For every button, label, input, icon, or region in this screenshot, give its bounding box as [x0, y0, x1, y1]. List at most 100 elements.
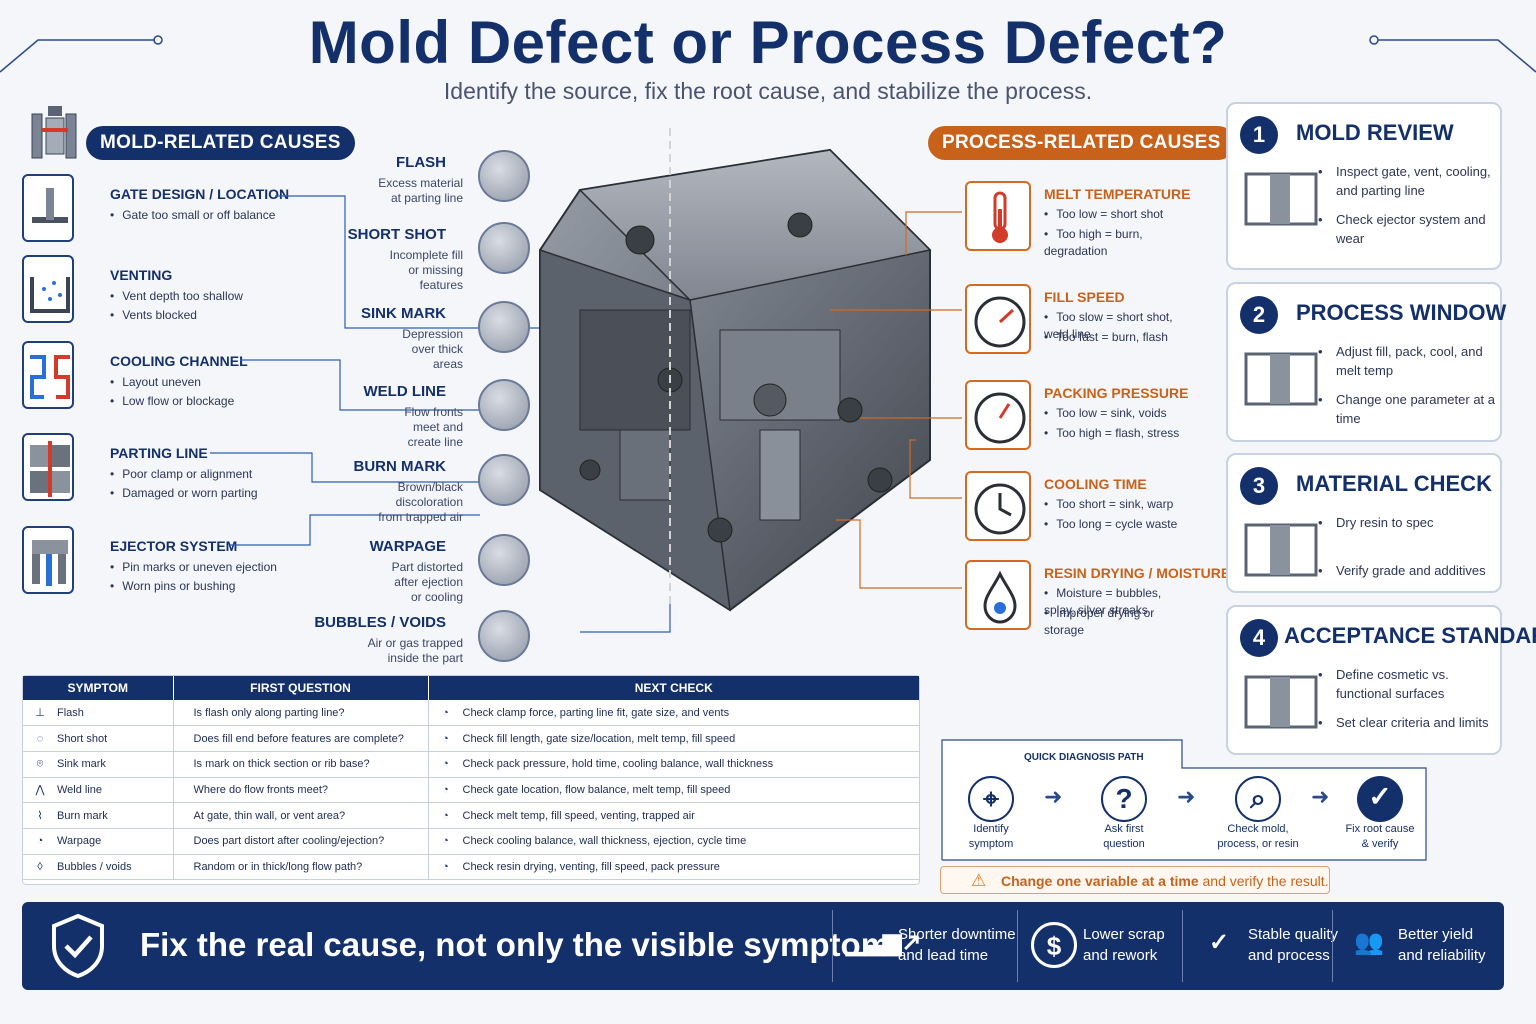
check-cell: ◔Check clamp force, parting line fit, ga… — [427, 700, 919, 727]
table-header-symptom: SYMPTOM — [23, 676, 173, 700]
mold-cause-bullet: Layout uneven — [110, 373, 201, 392]
defect-title: BURN MARK — [353, 458, 447, 475]
check-cell: ◔Check resin drying, venting, fill speed… — [427, 854, 919, 881]
banner-headline: Fix the real cause, not only the visible… — [140, 926, 900, 963]
warning-rest: and verify the result. — [1198, 873, 1329, 889]
step-bullet-text: Set clear criteria and limits — [1336, 715, 1489, 730]
defect-desc: features — [419, 278, 463, 292]
defect-title: FLASH — [396, 154, 446, 171]
thermometer-icon — [992, 191, 1008, 243]
defect-closeup — [478, 301, 530, 353]
benefit-line2: and reliability — [1398, 947, 1486, 964]
step-icon — [1244, 172, 1318, 226]
question-cell: Where do flow fronts meet? — [172, 777, 428, 804]
defect-desc: areas — [432, 357, 463, 371]
process-cause-title: FILL SPEED — [1044, 289, 1125, 305]
diagnosis-step-label: Check mold, — [1227, 823, 1289, 835]
process-cause-bullet: Too high = flash, stress — [1044, 425, 1194, 442]
banner-divider — [1332, 910, 1333, 982]
bullet-dot: • — [1318, 667, 1323, 682]
question-cell: Is flash only along parting line? — [172, 700, 428, 727]
bullet-dot: • — [1318, 164, 1323, 179]
symptom-icon: ⌇ — [37, 810, 43, 823]
symptom-cell: ⊥Flash — [23, 700, 173, 727]
mold-machine-icon — [31, 106, 77, 159]
symptom-text: Weld line — [57, 784, 103, 797]
defect-desc: create line — [407, 435, 463, 449]
process-cause-bullet: Too high = burn, degradation — [1044, 226, 1194, 260]
step-icon — [1244, 352, 1318, 406]
defect-desc: or cooling — [410, 590, 463, 604]
step-icon — [1244, 675, 1318, 729]
diagnosis-path-title: QUICK DIAGNOSIS PATH — [1024, 752, 1144, 763]
magnifier-icon: ⌕ — [1235, 776, 1281, 822]
defect-desc: over thick — [411, 342, 463, 356]
step-bullet-text: Adjust fill, pack, cool, and melt temp — [1336, 344, 1483, 378]
process-cause-title: RESIN DRYING / MOISTURE — [1044, 565, 1231, 581]
ejector-icon — [32, 540, 68, 586]
mold-cause-title: EJECTOR SYSTEM — [110, 538, 238, 554]
defect-desc: at parting line — [390, 191, 463, 205]
diagnosis-step-label: Ask first — [1104, 823, 1144, 835]
bullet-dot: • — [1318, 212, 1323, 227]
question-cell: Random or in thick/long flow path? — [172, 854, 428, 881]
mold-causes-label: MOLD-RELATED CAUSES — [86, 126, 355, 160]
question-cell: Is mark on thick section or rib base? — [172, 751, 428, 778]
process-cause-icon-box — [965, 380, 1031, 450]
defect-title: BUBBLES / VOIDS — [314, 614, 446, 631]
check-text: Check gate location, flow balance, melt … — [462, 783, 731, 796]
page-title: Mold Defect or Process Defect? — [308, 9, 1228, 76]
defect-desc: from trapped air — [378, 510, 463, 524]
arrow-icon: ➜ — [1311, 784, 1330, 809]
symptom-text: Short shot — [57, 732, 108, 745]
clock-icon — [974, 483, 1026, 535]
vent-icon — [30, 277, 70, 313]
step-bullet-text: Change one parameter at a time — [1336, 392, 1495, 426]
parting-line-icon — [30, 441, 70, 497]
pressure-gauge-icon — [974, 392, 1026, 444]
benefit-line1: Stable quality — [1248, 926, 1339, 943]
mold-cause-bullet: Worn pins or bushing — [110, 577, 235, 596]
page-subtitle: Identify the source, fix the root cause,… — [443, 78, 1093, 104]
benefit-line2: and rework — [1083, 947, 1158, 964]
defect-desc: or missing — [408, 263, 463, 277]
shield-check-icon — [52, 913, 104, 979]
shield-check-icon: ✓ — [1208, 929, 1230, 956]
step-bullet: •Inspect gate, vent, cooling, and partin… — [1318, 162, 1496, 200]
step-bullet: •Dry resin to spec — [1318, 513, 1496, 532]
check-cell: ◔ Check pack pressure, hold time, cooling… — [427, 751, 919, 778]
check-text: Check pack pressure, hold time, cooling … — [462, 758, 774, 771]
symptom-icon: ⋀ — [35, 784, 45, 797]
chart-up-icon: ▁▃▆↗ — [846, 929, 922, 956]
mold-cause-bullet: Damaged or worn parting — [110, 484, 257, 503]
defect-desc: Part distorted — [391, 560, 463, 574]
diagnosis-path-frame — [941, 739, 1427, 861]
symptom-text: Sink mark — [57, 757, 106, 770]
cooling-channel-icon — [30, 355, 70, 399]
warning-box: ⚠ Change one variable at a time and veri… — [940, 866, 1330, 894]
check-text: Check melt temp, fill speed, venting, tr… — [462, 809, 695, 822]
symptom-text: Warpage — [57, 835, 102, 848]
defect-desc: inside the part — [387, 651, 463, 665]
defect-desc: after ejection — [394, 575, 463, 589]
defect-desc: discoloration — [395, 495, 463, 509]
symptom-text: Bubbles / voids — [57, 860, 132, 873]
mold-cause-bullet: Gate too small or off balance — [110, 206, 275, 225]
symptom-cell: ◔Warpage — [23, 828, 173, 855]
symptom-cell: ⌾Sink mark — [23, 751, 173, 778]
mold-cause-icon-box — [22, 433, 74, 501]
step-number: 3 — [1240, 467, 1278, 505]
process-cause-bullet: Improper drying or storage — [1044, 605, 1194, 639]
dollar-icon: $ — [1031, 922, 1077, 968]
mold-cause-title: COOLING CHANNEL — [110, 353, 248, 369]
step-number: 1 — [1240, 116, 1278, 154]
step-illustration — [1240, 166, 1330, 251]
gauge-icon — [974, 296, 1026, 348]
check-icon: ◔ — [442, 758, 449, 771]
step-illustration — [1240, 517, 1330, 602]
check-icon: ◔ — [442, 835, 449, 848]
